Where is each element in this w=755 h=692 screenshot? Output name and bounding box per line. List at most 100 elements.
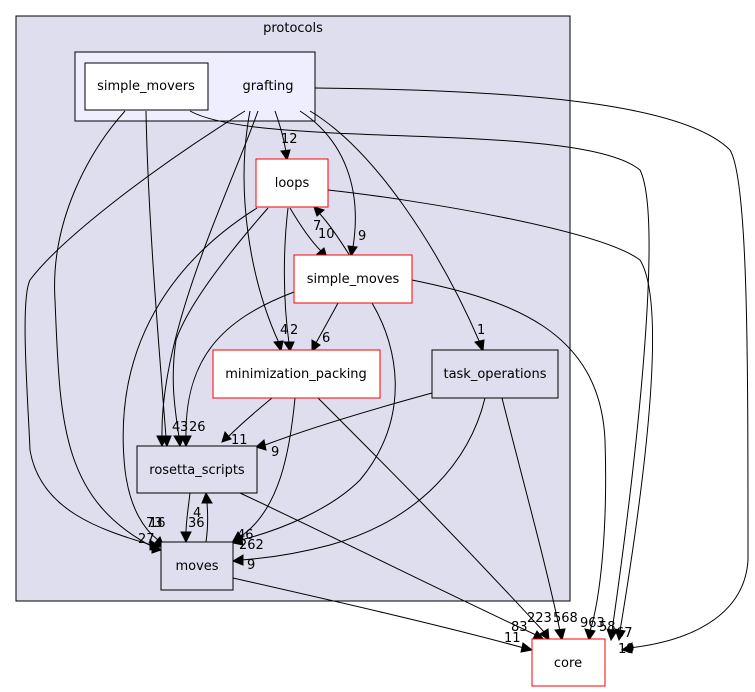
edge-label-simple-moves-minimization-packing: 6 xyxy=(322,331,330,346)
node-simple-movers[interactable]: simple_movers xyxy=(84,62,209,111)
edge-label-simple-movers-moves: 16 xyxy=(149,516,166,531)
node-simple-moves-label[interactable]: simple_moves xyxy=(307,272,400,287)
edge-grafting-rosetta-scripts xyxy=(161,110,259,438)
edge-task-operations-rosetta-scripts xyxy=(264,392,433,446)
node-task-operations[interactable]: task_operations xyxy=(431,349,559,399)
arrowhead xyxy=(474,339,485,353)
node-loops[interactable]: loops xyxy=(255,158,329,208)
arrowhead xyxy=(273,340,284,353)
arrowhead xyxy=(520,642,534,653)
edge-label-loops-moves: 73 xyxy=(146,516,163,531)
arrowhead xyxy=(232,531,244,542)
arrowhead xyxy=(231,554,244,566)
arrowhead xyxy=(614,628,626,642)
edge-label-loops-core: 58 xyxy=(599,620,616,635)
edge-minimization-packing-rosetta-scripts xyxy=(227,397,273,438)
edge-loops-core xyxy=(327,189,654,632)
edge-simple-moves-core xyxy=(411,279,607,632)
edge-label-loops-simple-moves: 10 xyxy=(318,227,335,242)
node-rosetta-scripts[interactable]: rosetta_scripts xyxy=(136,445,258,494)
node-simple-movers-label[interactable]: simple_movers xyxy=(97,79,195,94)
edge-label-loops-minimization-packing: 2 xyxy=(290,323,298,338)
edge-label-grafting-minimization-packing: 4 xyxy=(280,323,288,338)
edges xyxy=(24,87,749,654)
edge-grafting-moves xyxy=(24,110,246,546)
edge-grafting-minimization-packing xyxy=(243,110,280,344)
arrowhead xyxy=(620,642,633,654)
cluster-protocols-label: protocols xyxy=(263,21,323,36)
edge-label-moves-rosetta-scripts: 4 xyxy=(193,506,201,521)
node-moves-label[interactable]: moves xyxy=(175,559,218,574)
edge-label-simple-moves-moves: 46 xyxy=(237,528,254,543)
edge-label-rosetta-scripts-core: 83 xyxy=(511,620,528,635)
arrowhead xyxy=(606,628,618,642)
edge-label-task-operations-moves: 9 xyxy=(247,558,255,573)
arrowhead xyxy=(151,541,163,554)
arrowhead xyxy=(347,245,358,258)
edge-label-task-operations-rosetta-scripts: 9 xyxy=(271,445,279,460)
arrowhead xyxy=(311,339,321,352)
node-minimization-packing-label[interactable]: minimization_packing xyxy=(225,367,367,382)
edge-loops-moves xyxy=(122,207,258,541)
edge-loops-simple-moves xyxy=(289,207,322,252)
node-loops-label[interactable]: loops xyxy=(275,176,310,191)
edge-label-minimization-packing-moves: 262 xyxy=(239,538,264,553)
arrowhead xyxy=(221,430,232,443)
node-rosetta-scripts-label[interactable]: rosetta_scripts xyxy=(149,463,245,478)
edge-label-rosetta-scripts-moves: 36 xyxy=(188,516,205,531)
edge-simple-movers-moves xyxy=(54,110,156,549)
edge-label-moves-core: 11 xyxy=(504,631,521,646)
edge-loops-rosetta-scripts xyxy=(172,207,269,438)
edge-simple-moves-loops xyxy=(319,213,351,257)
edge-rosetta-scripts-core xyxy=(239,492,537,636)
arrowhead xyxy=(173,435,185,448)
edge-simple-movers-rosetta-scripts xyxy=(145,110,167,438)
arrowhead xyxy=(201,491,213,504)
arrowhead xyxy=(280,149,291,162)
edge-grafting-loops xyxy=(274,110,287,153)
node-task-operations-label[interactable]: task_operations xyxy=(443,367,546,382)
edge-label-grafting-core: 19 xyxy=(618,642,635,657)
arrowhead xyxy=(254,439,267,451)
arrowhead xyxy=(160,435,172,448)
node-moves[interactable]: moves xyxy=(160,541,234,591)
arrowhead xyxy=(313,206,326,217)
arrowhead xyxy=(539,628,550,641)
arrowhead xyxy=(584,628,596,642)
edge-label-loops-rosetta-scripts: 3 xyxy=(180,420,188,435)
edge-label-task-operations-core: 568 xyxy=(553,611,578,626)
edge-label-grafting-simple-moves: 9 xyxy=(358,229,366,244)
node-core[interactable]: core xyxy=(531,638,606,687)
edge-label-simple-moves-rosetta-scripts: 26 xyxy=(189,420,206,435)
edge-simple-movers-core xyxy=(189,110,650,632)
edge-label-minimization-packing-core: 223 xyxy=(527,611,552,626)
edge-label-grafting-task-operations: 1 xyxy=(477,323,485,338)
cluster-grafting-label[interactable]: grafting xyxy=(242,79,293,94)
arrowhead xyxy=(180,435,192,448)
edge-grafting-task-operations xyxy=(309,110,481,344)
arrowhead xyxy=(180,531,192,544)
edge-label-simple-moves-loops: 7 xyxy=(313,219,321,234)
edge-moves-core xyxy=(232,577,525,649)
edge-grafting-core xyxy=(314,87,749,649)
edge-task-operations-core xyxy=(501,397,561,632)
edge-label-grafting-moves: 27 xyxy=(138,532,155,547)
edge-loops-minimization-packing xyxy=(283,207,290,344)
arrowhead xyxy=(554,628,566,642)
edge-label-minimization-packing-rosetta-scripts: 11 xyxy=(231,433,248,448)
edge-task-operations-moves xyxy=(240,397,486,561)
node-minimization-packing[interactable]: minimization_packing xyxy=(212,349,381,399)
node-simple-moves[interactable]: simple_moves xyxy=(293,254,413,304)
edge-simple-moves-moves xyxy=(240,302,396,541)
edge-minimization-packing-moves xyxy=(239,397,296,538)
edge-label-grafting-rosetta-scripts: 4 xyxy=(172,420,180,435)
edge-label-grafting-loops: 12 xyxy=(281,132,298,147)
node-core-label[interactable]: core xyxy=(554,656,582,671)
edge-simple-moves-rosetta-scripts xyxy=(185,291,295,438)
edge-labels: 12 10 7 9 1 2 4 6 4 3 26 11 9 36 4 73 16… xyxy=(138,132,635,657)
edge-label-simple-moves-core: 963 xyxy=(580,616,605,631)
arrowhead xyxy=(283,341,295,353)
edge-label-simple-movers-core: 67 xyxy=(616,626,633,641)
edge-grafting-simple-moves xyxy=(299,110,356,248)
